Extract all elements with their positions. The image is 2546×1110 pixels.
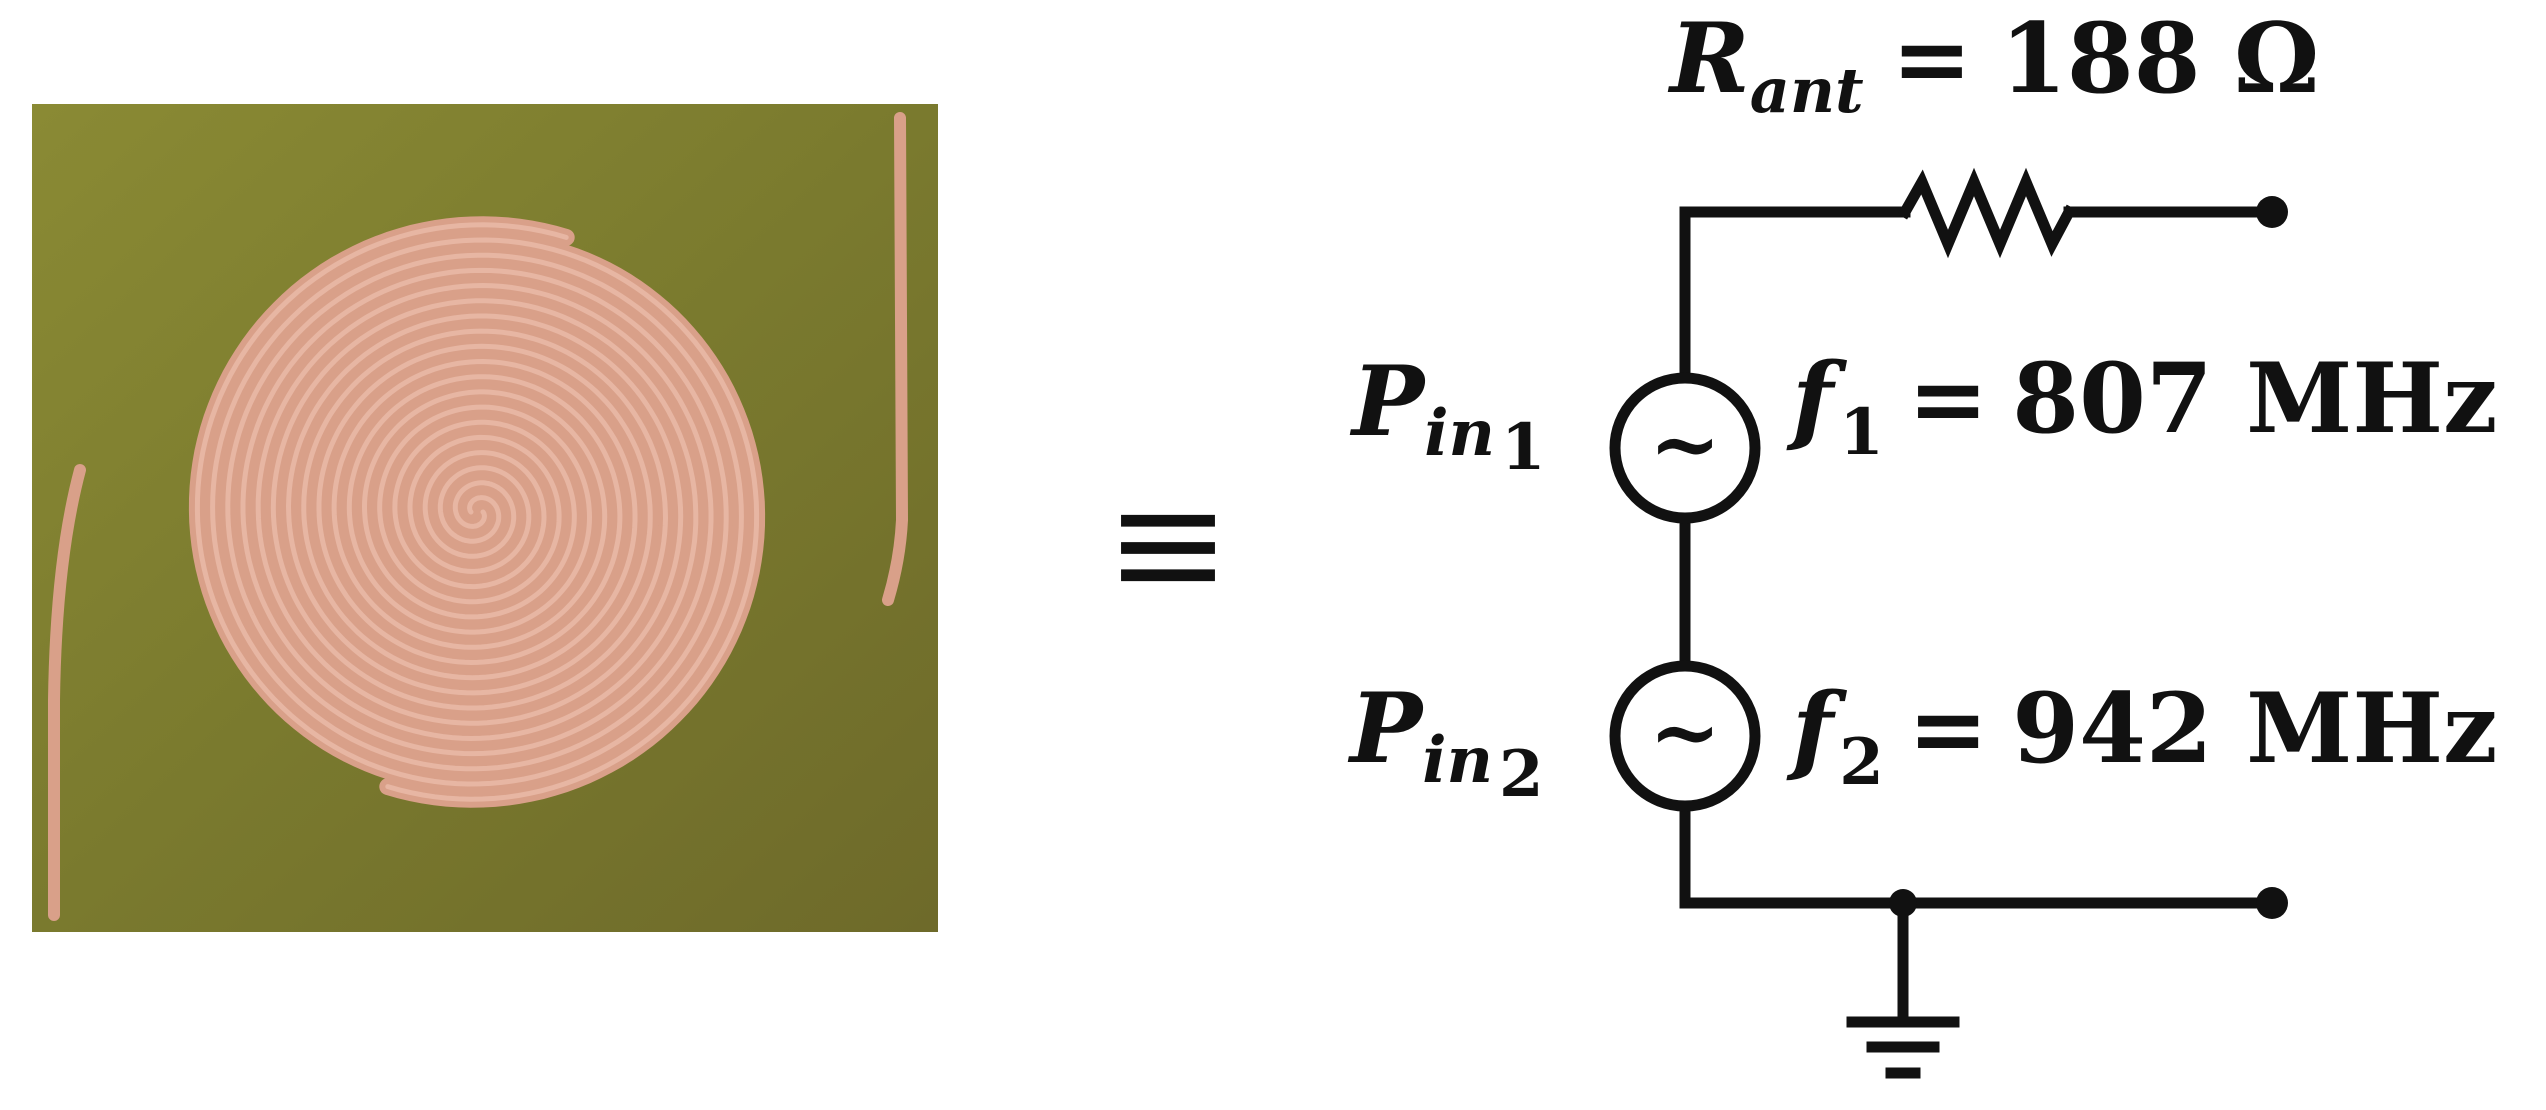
- bottom-terminal: [2256, 887, 2288, 919]
- ac-source-1: ~: [1609, 372, 1761, 524]
- frequency-label-1: f1=807 MHz: [1786, 342, 2498, 470]
- frequency-2-value: 942 MHz: [2012, 672, 2497, 785]
- equivalent-circuit: ~ ~: [1609, 167, 2288, 1079]
- feed-line-left: [48, 464, 86, 921]
- frequency-label-2: f2=942 MHz: [1786, 672, 2498, 800]
- power-1-symbol: P: [1349, 345, 1427, 458]
- resistance-label: Rant =188 Ω: [1667, 2, 2319, 127]
- power-label-1: Pin1: [1349, 345, 1546, 485]
- power-1-index: 1: [1501, 410, 1546, 485]
- frequency-1-value: 807 MHz: [2012, 342, 2497, 455]
- sine-glyph-2: ~: [1649, 682, 1721, 783]
- resistance-subscript: ant: [1750, 54, 1864, 127]
- svg-text:Pin1: Pin1: [1349, 345, 1546, 485]
- power-1-subscript: in: [1424, 396, 1495, 471]
- power-label-2: Pin2: [1347, 672, 1544, 812]
- svg-text:f1=807 MHz: f1=807 MHz: [1786, 342, 2498, 470]
- svg-text:Pin2: Pin2: [1347, 672, 1544, 812]
- sine-glyph-1: ~: [1649, 394, 1721, 495]
- spiral-antenna-photo: [32, 104, 938, 932]
- spiral-arms: [188, 216, 766, 808]
- top-terminal: [2256, 196, 2288, 228]
- power-2-index: 2: [1499, 737, 1544, 812]
- feed-line-right: [882, 112, 909, 606]
- ac-source-2: ~: [1609, 660, 1761, 812]
- spiral-arm-b-highlight: [194, 222, 744, 787]
- resistance-equals: =: [1892, 2, 1972, 115]
- power-2-subscript: in: [1422, 723, 1493, 798]
- frequency-2-index: 2: [1839, 725, 1884, 800]
- wire-bottom: [1679, 800, 2276, 909]
- frequency-2-equals: =: [1908, 672, 1988, 785]
- spiral-arm-a-highlight: [210, 237, 760, 802]
- resistor-symbol: [1897, 167, 2077, 259]
- ground-symbol: [1846, 897, 1960, 1079]
- equivalence-symbol: ≡: [1105, 457, 1231, 631]
- frequency-1-equals: =: [1908, 342, 1988, 455]
- resistance-value: 188 Ω: [2000, 2, 2319, 115]
- frequency-1-index: 1: [1839, 395, 1884, 470]
- svg-text:Rant=188 Ω: Rant =188 Ω: [1667, 2, 2319, 127]
- svg-text:f2=942 MHz: f2=942 MHz: [1786, 672, 2498, 800]
- resistance-symbol: R: [1667, 2, 1750, 115]
- power-2-symbol: P: [1347, 672, 1425, 785]
- wire-top-left: [1679, 206, 1911, 384]
